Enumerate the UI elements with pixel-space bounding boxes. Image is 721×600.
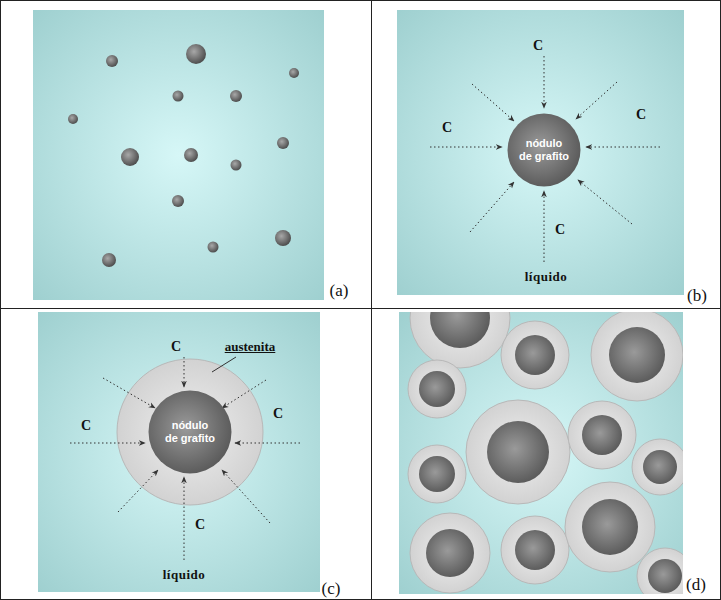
carbon-label: C	[442, 120, 452, 136]
graphite-nodule	[515, 335, 555, 375]
divider	[371, 0, 372, 600]
austenite-shell	[632, 439, 683, 495]
nodule-disc	[508, 114, 581, 187]
austenite-shell	[117, 359, 263, 505]
graphite-nodule	[426, 529, 474, 577]
leader-line	[212, 357, 236, 372]
flux-arrow	[578, 180, 632, 224]
graphite-nodule	[487, 421, 549, 483]
carbon-flux	[430, 56, 660, 262]
phase-label: líquido	[525, 269, 568, 285]
austenite-shell	[501, 516, 569, 584]
nucleus	[173, 91, 184, 102]
carbon-label: C	[533, 38, 543, 54]
nucleus	[172, 195, 184, 207]
austenite-shell	[410, 312, 510, 368]
graphite-nodule	[582, 415, 622, 455]
flux-arrow	[103, 378, 155, 408]
graphite-nodule: nódulo de grafito	[507, 113, 581, 187]
austenite-shell	[466, 400, 570, 504]
nucleus	[208, 242, 219, 253]
graphite-nodules	[419, 312, 682, 593]
nucleus	[289, 68, 299, 78]
panel-label: (a)	[330, 281, 349, 301]
nucleus	[230, 90, 242, 102]
carbon-label: C	[555, 222, 565, 238]
graphite-nodule	[419, 456, 455, 492]
phase-label: austenita	[225, 339, 276, 355]
austenite-shells	[408, 312, 683, 594]
graphite-nodule	[643, 450, 677, 484]
nucleus	[106, 55, 118, 67]
austenite-shell	[501, 321, 569, 389]
divider	[0, 308, 721, 309]
carbon-label: C	[273, 406, 283, 422]
graphite-nodule	[648, 559, 682, 593]
nucleus	[277, 137, 289, 149]
nucleus	[275, 230, 291, 246]
carbon-label: C	[81, 418, 91, 434]
liquid-panel	[38, 312, 320, 592]
node-text: nódulo de grafito	[164, 419, 216, 444]
nucleus	[231, 160, 242, 171]
nucleus	[186, 44, 206, 64]
flux-arrow	[544, 56, 545, 108]
graphite-nuclei	[68, 44, 299, 267]
austenite-shell	[637, 548, 683, 594]
flux-arrow	[472, 84, 514, 121]
flux-arrow	[70, 443, 145, 444]
austenite-shell	[591, 312, 683, 401]
carbon-label: C	[195, 517, 205, 533]
nucleus	[68, 114, 78, 124]
node-text: nódulo de grafito	[518, 137, 570, 162]
flux-arrow	[544, 191, 545, 262]
nucleus	[121, 148, 139, 166]
austenite-shell	[565, 482, 655, 572]
flux-arrow	[222, 470, 270, 523]
flux-arrow	[576, 82, 617, 119]
panel-label: (b)	[687, 286, 707, 306]
liquid-panel	[33, 10, 324, 300]
nucleus	[102, 253, 116, 267]
graphite-nodule: nódulo de grafito	[148, 390, 232, 474]
graphite-nodule	[515, 530, 555, 570]
austenite-shell	[408, 360, 466, 418]
flux-arrow	[586, 147, 660, 148]
carbon-label: C	[171, 339, 181, 355]
grown-nodules	[408, 312, 683, 594]
carbon-flux	[70, 357, 300, 560]
flux-arrow	[118, 470, 158, 512]
flux-arrow	[184, 477, 185, 560]
nucleus	[184, 148, 198, 162]
graphite-nodule	[582, 499, 638, 555]
liquid-panel	[397, 10, 684, 295]
phase-label: líquido	[163, 567, 206, 583]
flux-arrow	[470, 182, 514, 232]
graphite-nodule	[609, 327, 665, 383]
graphite-nodule	[430, 312, 490, 348]
austenite-shell	[568, 401, 636, 469]
nodule-disc	[149, 391, 232, 474]
panel-label: (c)	[322, 579, 341, 599]
flux-arrow	[184, 357, 185, 387]
flux-arrow	[430, 147, 502, 148]
austenite-shell	[410, 513, 490, 593]
flux-arrow	[235, 443, 300, 444]
graphite-nodule	[419, 371, 455, 407]
austenite-shell	[408, 445, 466, 503]
flux-arrow	[222, 380, 266, 408]
panel-label: (d)	[686, 575, 706, 595]
carbon-label: C	[636, 107, 646, 123]
